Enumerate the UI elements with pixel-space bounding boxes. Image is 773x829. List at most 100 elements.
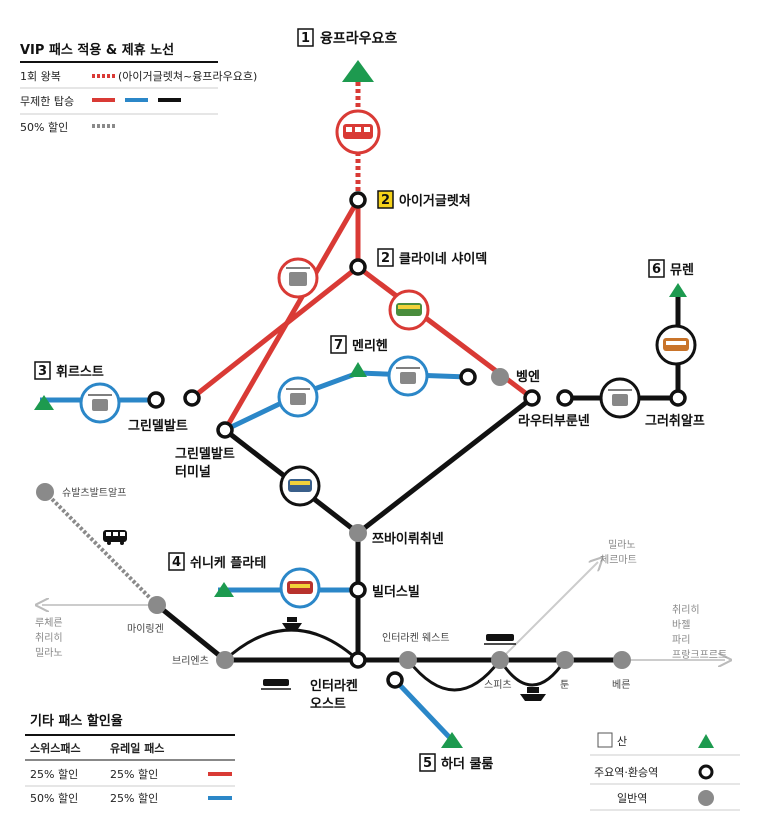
station-lauterbrunnen[interactable]: [523, 389, 541, 407]
legend-bottom-title: 기타 패스 할인율: [30, 713, 123, 729]
svg-text:아이거글렛쳐: 아이거글렛쳐: [399, 193, 471, 209]
mountain-muerren-icon: [669, 283, 687, 297]
station-wilderswil[interactable]: [349, 581, 367, 599]
svg-text:5: 5: [423, 756, 432, 771]
svg-text:1: 1: [301, 31, 310, 46]
train-icon: [279, 567, 321, 609]
station-meiringen[interactable]: [148, 596, 166, 614]
legend-row1-swiss: 25% 할인: [30, 768, 78, 781]
station-interlaken-west[interactable]: [399, 651, 417, 669]
gondola-icon: [599, 377, 641, 419]
key-general-icon: [698, 790, 714, 806]
dest-lucerne-1: 루체른: [35, 617, 63, 629]
mountain-schynige-icon: [214, 582, 234, 597]
station-spiez-label: 스피츠: [484, 679, 512, 691]
svg-text:3: 3: [38, 364, 47, 379]
train-small-icon: [261, 679, 291, 690]
line-thun-lake-boat-1: [406, 659, 502, 692]
station-schwarzwaldalp[interactable]: [36, 483, 54, 501]
train-icon: [279, 465, 321, 507]
station-grindelwald-terminal[interactable]: [216, 421, 234, 439]
dest-lucerne-2: 취리히: [35, 632, 63, 644]
gondola-icon: [387, 355, 429, 397]
station-wengen[interactable]: [491, 368, 509, 386]
station-wengen-label: 벵엔: [516, 369, 540, 385]
line-lauter-zwei: [356, 396, 534, 535]
dest-milan-2: 체르마트: [600, 554, 637, 566]
station-grutschalp-label: 그러취알프: [645, 413, 705, 429]
boat-icon: [520, 687, 546, 701]
mountain-first-icon: [34, 395, 54, 410]
legend-discount-label: 50% 할인: [20, 121, 68, 134]
station-bern-label: 베른: [612, 679, 630, 691]
station-schwarzwaldalp-label: 슈발츠발트알프: [62, 487, 126, 499]
legend-header-eurail: 유레일 패스: [110, 741, 164, 755]
station-lauterbrunnen-cable[interactable]: [556, 389, 574, 407]
line-harder: [393, 678, 454, 742]
dest-milan-1: 밀라노: [608, 539, 636, 551]
svg-text:휘르스트: 휘르스트: [56, 364, 104, 380]
line-eiger-terminal: [222, 198, 361, 432]
station-meiringen-label: 마이링겐: [127, 623, 164, 635]
svg-text:클라이네 샤이덱: 클라이네 샤이덱: [399, 251, 487, 267]
svg-text:6: 6: [652, 262, 661, 277]
svg-text:멘리헨: 멘리헨: [352, 338, 388, 354]
dest-zurich-4: 프랑크프르트: [672, 649, 727, 661]
station-thun[interactable]: [556, 651, 574, 669]
dest-zurich-2: 바젤: [672, 619, 690, 631]
dest-zurich-3: 파리: [672, 634, 690, 646]
bus-icon: [103, 530, 127, 545]
cablecar-icon: [277, 257, 319, 299]
train-icon: [655, 324, 697, 366]
svg-text:쉬니케 플라테: 쉬니케 플라테: [190, 555, 266, 571]
legend-row2-eurail: 25% 할인: [110, 792, 158, 805]
station-kleine-scheidegg-label: 2 클라이네 샤이덱: [377, 248, 487, 267]
peak-jungfraujoch-label: 1 융프라우요흐: [297, 28, 397, 47]
station-interlaken-west-label: 인터라켄 웨스트: [382, 632, 450, 644]
station-grutschalp[interactable]: [669, 389, 687, 407]
mountain-harder-icon: [441, 732, 463, 748]
station-terminal-label-1: 그린델발트: [175, 446, 235, 462]
station-harder-base[interactable]: [386, 671, 404, 689]
key-major-icon: [698, 764, 714, 780]
peak-schynige-label: 4 쉬니케 플라테: [168, 552, 266, 571]
legend-roundtrip-label: 1회 왕복: [20, 70, 61, 83]
mountain-jungfraujoch-icon: [342, 60, 374, 82]
train-icon: [388, 289, 430, 331]
station-brienz[interactable]: [216, 651, 234, 669]
svg-text:2: 2: [381, 193, 390, 208]
line-brienz-lake-boat: [223, 628, 360, 662]
legend-row1-eurail: 25% 할인: [110, 768, 158, 781]
key-mountain-box-icon: [597, 732, 613, 748]
station-first-base[interactable]: [147, 391, 165, 409]
map-key: 산 주요역·환승역 일반역: [590, 732, 740, 811]
key-mountain-label: 산: [617, 735, 627, 748]
line-schwarzwald: [43, 490, 159, 607]
station-brienz-label: 브리엔츠: [172, 655, 209, 667]
gondola-icon: [79, 382, 121, 424]
station-interlaken-ost[interactable]: [349, 651, 367, 669]
station-grindelwald[interactable]: [183, 389, 201, 407]
station-thun-label: 툰: [560, 679, 569, 691]
station-maennlichen-top[interactable]: [459, 368, 477, 386]
station-bern[interactable]: [613, 651, 631, 669]
gondola-icon: [277, 376, 319, 418]
station-eigergletscher[interactable]: [349, 191, 367, 209]
station-wilderswil-label: 빌더스빌: [372, 584, 420, 600]
station-lauterbrunnen-label: 라우터부룬넨: [518, 413, 590, 429]
key-mountain-icon: [698, 734, 714, 748]
station-kleine-scheidegg[interactable]: [349, 258, 367, 276]
mountain-maennlichen-icon: [349, 362, 367, 377]
legend-roundtrip-note: (아이거글렛쳐~융프라우요흐): [118, 70, 257, 83]
svg-text:융프라우요흐: 융프라우요흐: [320, 31, 397, 47]
dest-lucerne-3: 밀라노: [35, 647, 63, 659]
legend-bottom: 기타 패스 할인율 스위스패스 유레일 패스 25% 할인 25% 할인 50%…: [25, 713, 235, 805]
station-zweiluetschinen[interactable]: [349, 524, 367, 542]
station-terminal-label-2: 터미널: [175, 464, 211, 480]
legend-unlimited-label: 무제한 탑승: [20, 95, 74, 108]
dest-zurich-1: 취리히: [672, 604, 700, 616]
train-icon: [335, 109, 381, 155]
station-spiez[interactable]: [491, 651, 509, 669]
line-thun-lake-boat-2: [498, 659, 567, 687]
